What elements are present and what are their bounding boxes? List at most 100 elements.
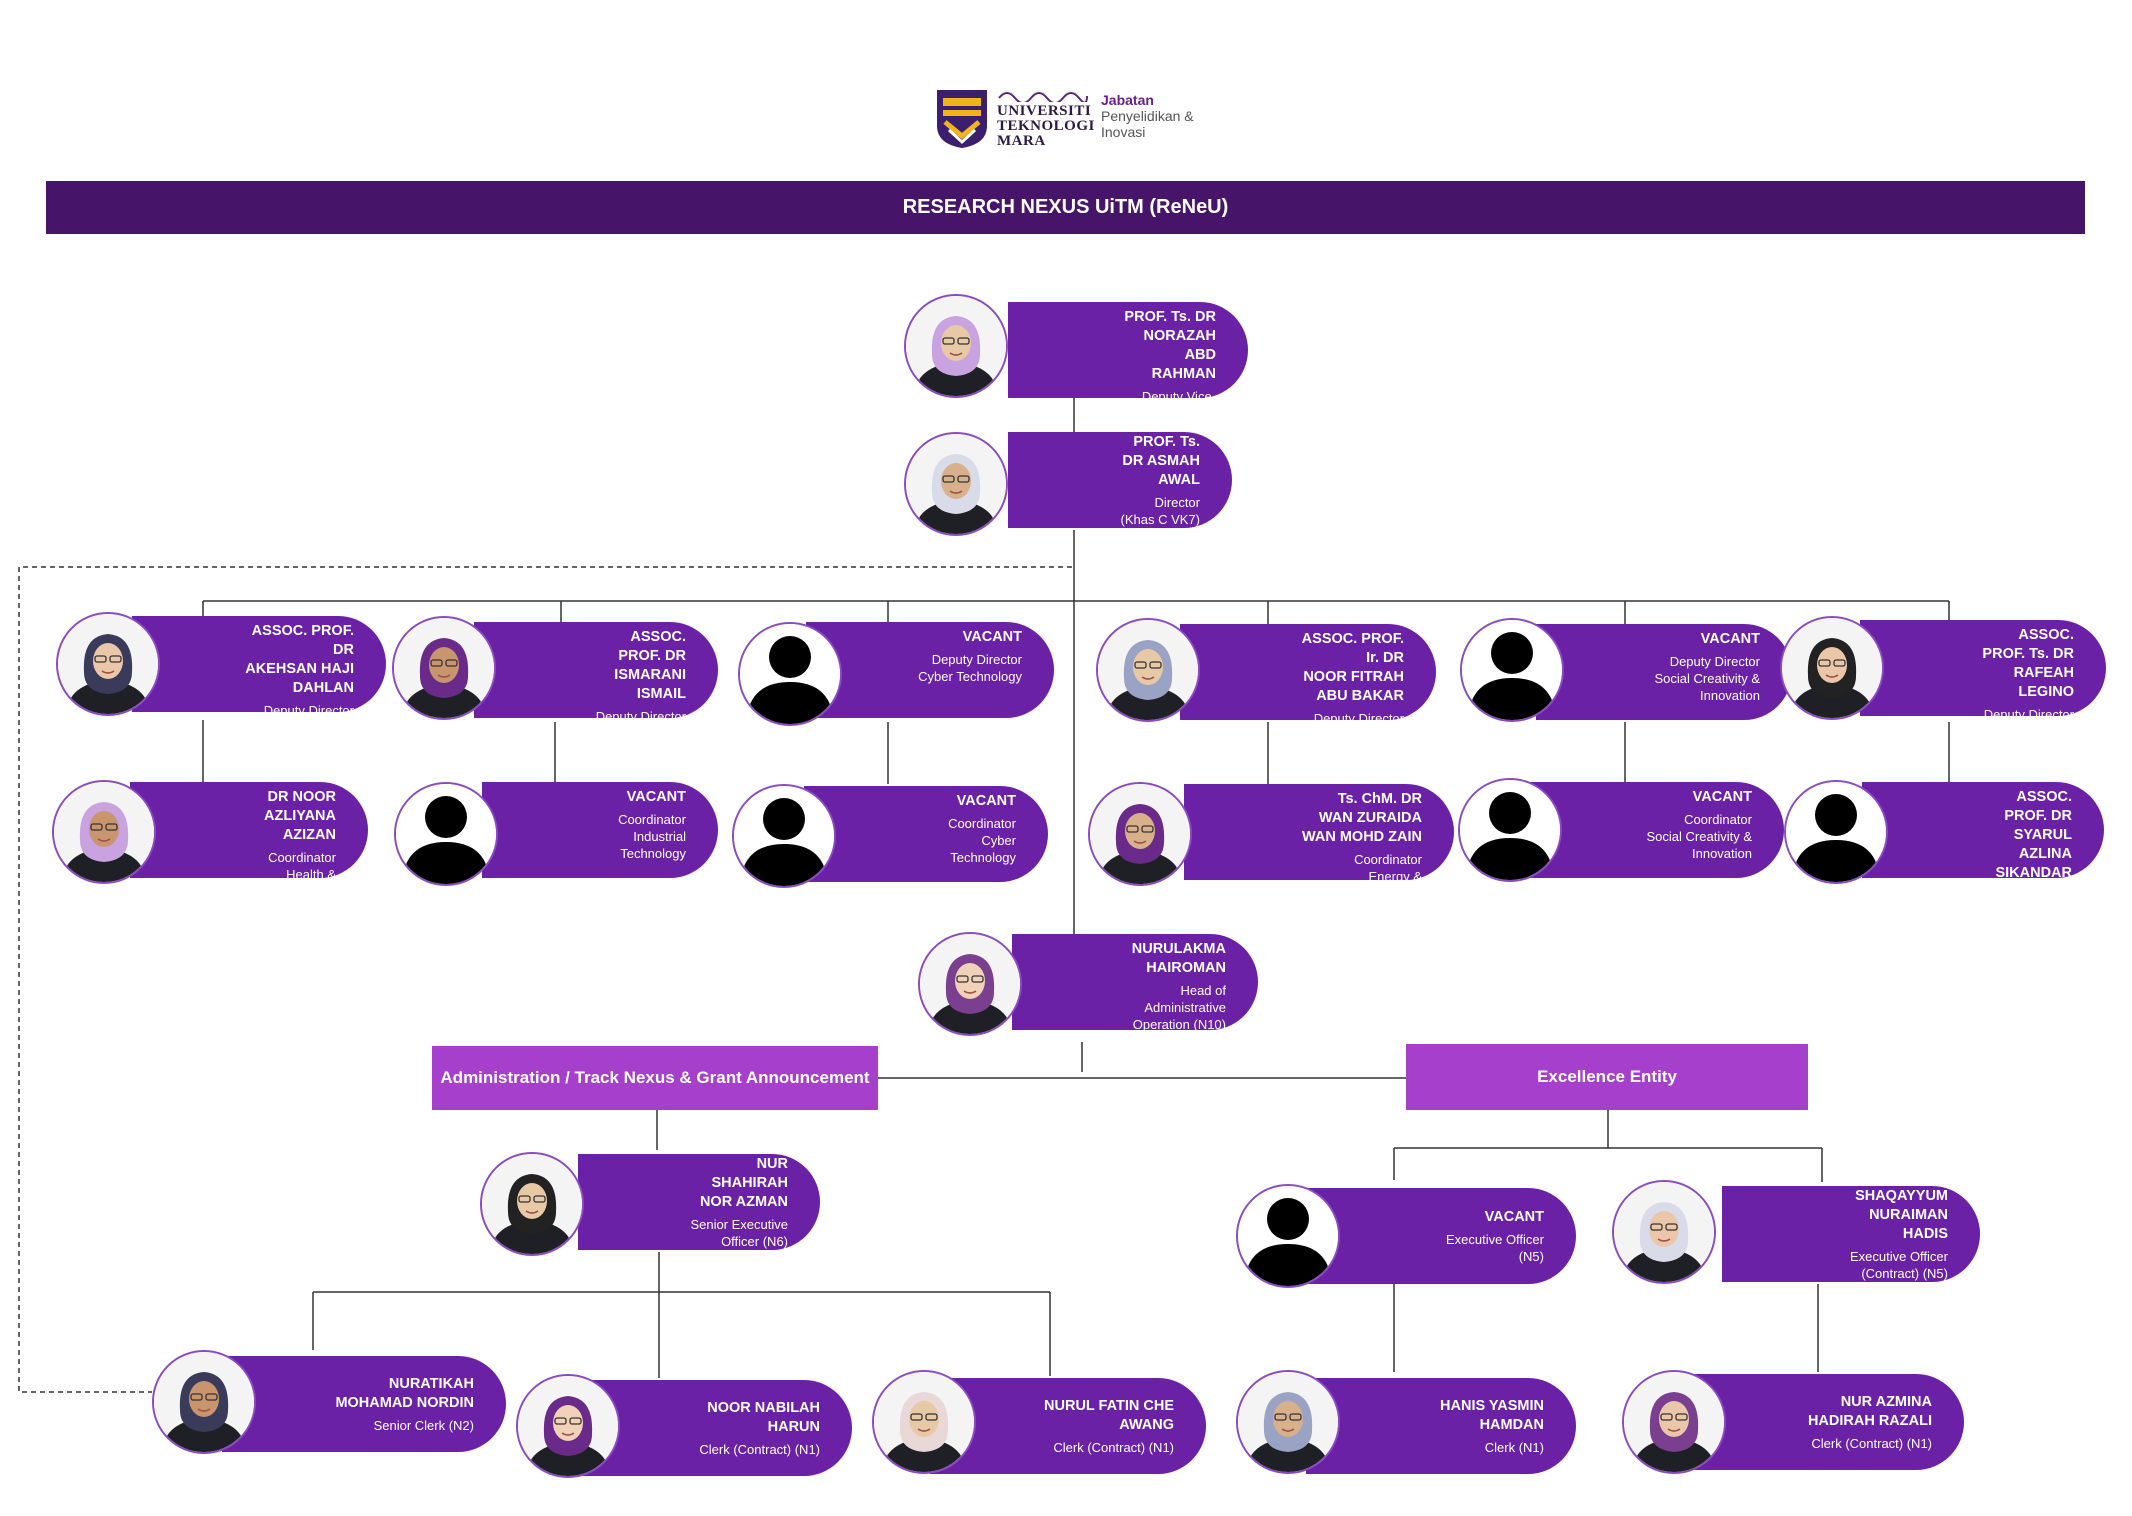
person-role: Clerk (Contract) (N1): [699, 1441, 820, 1457]
department-name: Jabatan Penyelidikan & Inovasi: [1101, 92, 1194, 140]
person-photo-avatar: [1612, 1180, 1716, 1284]
person-role: Clerk (Contract) (N1): [1053, 1439, 1174, 1455]
person-name: VACANT: [1692, 789, 1752, 805]
person-role: Executive Officer (Contract) (N5): [1849, 1248, 1948, 1281]
person-role: Coordinator Energy & Environment (DS13): [1304, 852, 1422, 901]
person-card-clerk-azmina: NUR AZMINA HADIRAH RAZALI Clerk (Contract…: [1692, 1374, 1964, 1470]
person-name: ASSOC. PROF. Ts. DR RAFEAH LEGINO: [1982, 627, 2074, 700]
person-card-dd-social: VACANT Deputy Director Social Creativity …: [1536, 624, 1792, 720]
vacant-silhouette-icon: [732, 784, 836, 888]
person-card-co-health: DR NOOR AZLIYANA AZIZAN Coordinator Healt…: [130, 782, 368, 916]
person-card-head-admin: NURULAKMA HAIROMAN Head of Administrative…: [1012, 934, 1258, 1032]
person-card-exec-vacant: VACANT Executive Officer (N5): [1306, 1188, 1576, 1284]
person-card-exec-contract: SHAQAYYUM NURAIMAN HADIS Executive Office…: [1722, 1186, 1980, 1282]
person-role: Senior Clerk (N2): [373, 1417, 474, 1433]
person-role: Clerk (Contract) (N1): [1811, 1435, 1932, 1451]
person-photo-avatar: [1780, 616, 1884, 720]
person-photo-avatar: [392, 616, 496, 720]
person-name: ASSOC. PROF. Ir. DR NOOR FITRAH ABU BAKA…: [1301, 631, 1404, 704]
person-card-co-arts: ASSOC. PROF. DR SYARUL AZLINA SIKANDAR Co…: [1862, 782, 2104, 937]
person-name: VACANT: [1700, 631, 1760, 647]
university-name: UNIVERSITI TEKNOLOGI MARA: [997, 103, 1095, 149]
person-role: Deputy Director Industrial Technology (D…: [595, 709, 686, 775]
person-role: Executive Officer (N5): [1445, 1231, 1544, 1264]
person-card-clerk-fatin: NURUL FATIN CHE AWANG Clerk (Contract) (N…: [930, 1378, 1206, 1474]
person-card-dd-cyber: VACANT Deputy Director Cyber Technology: [806, 622, 1054, 718]
vacant-silhouette-icon: [1784, 780, 1888, 884]
person-name: SHAQAYYUM NURAIMAN HADIS: [1855, 1187, 1948, 1242]
person-name: DR NOOR AZLIYANA AZIZAN: [264, 789, 336, 843]
vacant-silhouette-icon: [738, 622, 842, 726]
person-photo-avatar: [1236, 1370, 1340, 1474]
person-role: Deputy Director Energy & Environment (DS…: [1313, 711, 1404, 777]
person-role: Coordinator Health & Wellness (DS13): [268, 850, 336, 916]
person-photo-avatar: [1088, 782, 1192, 886]
jawi-script-decoration: [998, 92, 1088, 102]
person-card-dd-industrial: ASSOC. PROF. DR ISMARANI ISMAIL Deputy Di…: [474, 622, 718, 775]
person-role: Coordinator Cyber Technology: [948, 816, 1016, 865]
person-role: Deputy Director Health & Wellness (DS14): [248, 703, 354, 752]
uitm-crest-icon: [937, 90, 987, 148]
person-photo-avatar: [1096, 618, 1200, 722]
person-photo-avatar: [152, 1350, 256, 1454]
person-role: Senior Executive Officer (N6): [690, 1216, 788, 1249]
person-name: PROF. Ts. DR NORAZAH ABD RAHMAN: [1124, 309, 1216, 382]
person-photo-avatar: [918, 932, 1022, 1036]
person-photo-avatar: [480, 1152, 584, 1256]
vacant-silhouette-icon: [394, 782, 498, 886]
person-card-co-energy: Ts. ChM. DR WAN ZURAIDA WAN MOHD ZAIN Coo…: [1184, 784, 1454, 901]
person-role: Deputy Director Social Creativity & Inno…: [1654, 654, 1760, 703]
person-name: NOOR NABILAH HARUN: [707, 1399, 820, 1435]
person-card-seo: NUR SHAHIRAH NOR AZMAN Senior Executive O…: [578, 1154, 820, 1250]
section-admin: Administration / Track Nexus & Grant Ann…: [432, 1046, 878, 1110]
person-photo-avatar: [904, 294, 1008, 398]
person-name: VACANT: [1484, 1208, 1544, 1225]
person-role: Coordinator Social Creativity & Innovati…: [1646, 812, 1752, 861]
person-photo-avatar: [516, 1374, 620, 1478]
person-card-director: PROF. Ts. DR ASMAH AWAL Director (Khas C …: [1008, 432, 1232, 528]
person-role: Deputy Director Art & Humanities (DS14): [1976, 707, 2074, 756]
vacant-silhouette-icon: [1236, 1184, 1340, 1288]
person-card-dd-energy: ASSOC. PROF. Ir. DR NOOR FITRAH ABU BAKA…: [1180, 624, 1436, 777]
person-role: Director (Khas C VK7): [1120, 494, 1200, 527]
uitm-logo: UNIVERSITI TEKNOLOGI MARA Jabatan Penyel…: [935, 86, 1215, 154]
person-name: ASSOC. PROF. DR ISMARANI ISMAIL: [614, 629, 686, 702]
person-card-dd-arts: ASSOC. PROF. Ts. DR RAFEAH LEGINO Deputy …: [1860, 620, 2106, 756]
person-photo-avatar: [872, 1370, 976, 1474]
person-name: NUR AZMINA HADIRAH RAZALI: [1807, 1393, 1932, 1429]
person-card-clerk-yasmin: HANIS YASMIN HAMDAN Clerk (N1): [1306, 1378, 1576, 1474]
person-role: Head of Administrative Operation (N10): [1132, 983, 1226, 1032]
person-photo-avatar: [52, 780, 156, 884]
vacant-silhouette-icon: [1458, 778, 1562, 882]
page-title: RESEARCH NEXUS UiTM (ReNeU): [46, 181, 2085, 234]
person-name: Ts. ChM. DR WAN ZURAIDA WAN MOHD ZAIN: [1301, 791, 1422, 845]
person-photo-avatar: [56, 612, 160, 716]
person-name: NURUL FATIN CHE AWANG: [1044, 1397, 1174, 1433]
vacant-silhouette-icon: [1460, 618, 1564, 722]
person-role: Clerk (N1): [1484, 1439, 1544, 1455]
person-name: VACANT: [626, 789, 686, 805]
person-name: PROF. Ts. DR ASMAH AWAL: [1122, 433, 1200, 488]
person-name: ASSOC. PROF. DR AKEHSAN HAJI DAHLAN: [245, 623, 354, 696]
person-name: NURATIKAH MOHAMAD NORDIN: [335, 1375, 474, 1411]
person-role: Coordinator Art & Humanities (DS14): [1974, 888, 2072, 937]
person-name: NURULAKMA HAIROMAN: [1131, 941, 1226, 976]
person-role: Deputy Director Cyber Technology: [918, 652, 1022, 684]
person-card-co-industrial: VACANT Coordinator Industrial Technology: [482, 782, 718, 878]
person-photo-avatar: [904, 432, 1008, 536]
person-card-senior-clerk: NURATIKAH MOHAMAD NORDIN Senior Clerk (N2…: [222, 1356, 506, 1452]
person-card-dd-health: ASSOC. PROF. DR AKEHSAN HAJI DAHLAN Deput…: [132, 616, 386, 752]
person-name: NUR SHAHIRAH NOR AZMAN: [699, 1155, 788, 1210]
person-name: ASSOC. PROF. DR SYARUL AZLINA SIKANDAR: [1995, 789, 2072, 881]
person-role: Coordinator Industrial Technology: [618, 812, 686, 861]
person-card-co-cyber: VACANT Coordinator Cyber Technology: [804, 786, 1048, 882]
section-excellence-entity: Excellence Entity: [1406, 1044, 1808, 1110]
person-card-co-social: VACANT Coordinator Social Creativity & In…: [1530, 782, 1784, 878]
person-name: VACANT: [962, 629, 1022, 645]
person-name: HANIS YASMIN HAMDAN: [1440, 1397, 1544, 1433]
person-name: VACANT: [956, 793, 1016, 809]
person-photo-avatar: [1622, 1370, 1726, 1474]
person-card-clerk-nabilah: NOOR NABILAH HARUN Clerk (Contract) (N1): [580, 1380, 852, 1476]
